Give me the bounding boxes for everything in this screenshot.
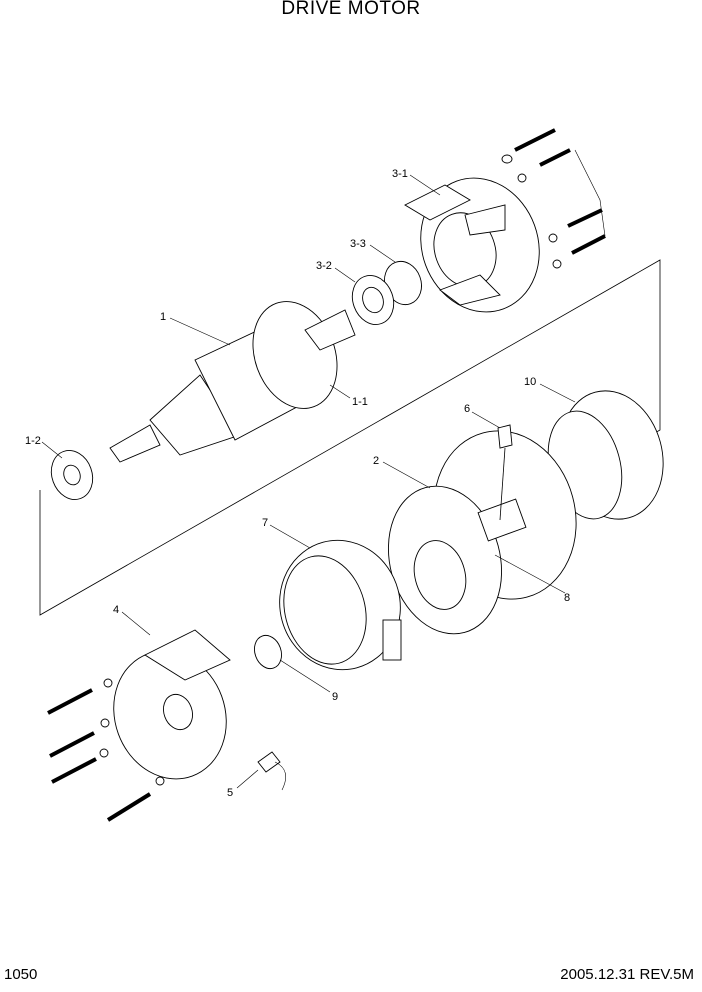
armature-1 <box>109 301 356 463</box>
callout-10: 10 <box>524 376 536 388</box>
brush-5 <box>257 751 287 791</box>
callout-9: 9 <box>332 691 338 703</box>
callout-7: 7 <box>262 517 268 529</box>
callout-3-2: 3-2 <box>316 260 332 272</box>
band-7 <box>279 539 402 671</box>
callout-5: 5 <box>227 787 233 799</box>
bolts-upper <box>501 128 606 269</box>
o-ring-9 <box>254 634 282 670</box>
callout-4: 4 <box>113 604 119 616</box>
page-number: 1050 <box>4 966 38 983</box>
revision-date: 2005.12.31 REV.5M <box>560 966 694 983</box>
callout-8: 8 <box>564 592 570 604</box>
callout-3-1: 3-1 <box>392 168 408 180</box>
page-title: DRIVE MOTOR <box>281 0 421 19</box>
callout-3-3: 3-3 <box>350 238 366 250</box>
callout-1-2: 1-2 <box>25 435 41 447</box>
end-bracket-4 <box>113 629 231 780</box>
yoke-2 <box>387 430 577 635</box>
callout-6: 6 <box>464 403 470 415</box>
end-bracket-3-1 <box>404 177 540 313</box>
callout-1: 1 <box>160 311 166 323</box>
terminal-6 <box>497 424 513 521</box>
callout-2: 2 <box>373 455 379 467</box>
bolts-lower <box>47 678 165 822</box>
callout-1-1: 1-1 <box>352 396 368 408</box>
